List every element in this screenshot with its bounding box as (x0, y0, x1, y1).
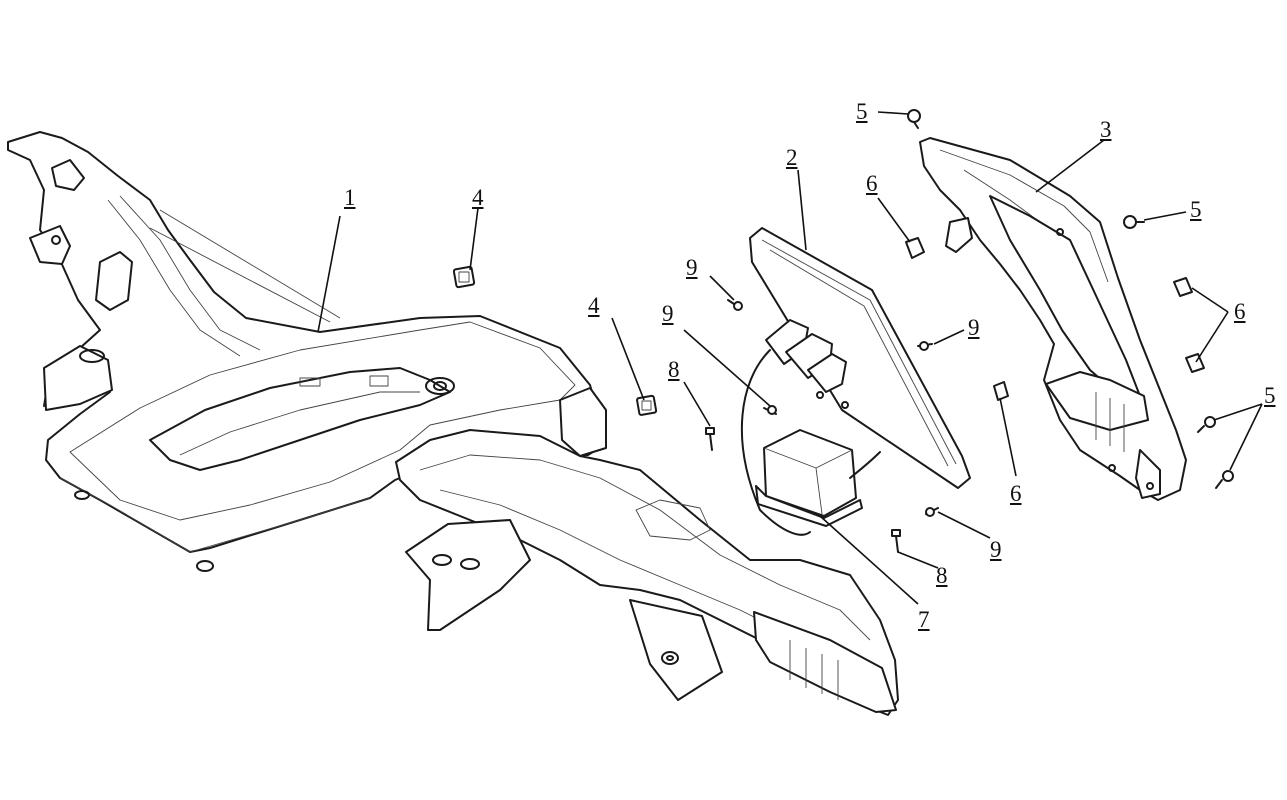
callout-2: 2 (786, 145, 798, 170)
callout-6-right: 6 (1234, 299, 1246, 324)
callout-1: 1 (344, 185, 356, 210)
callout-5-top: 5 (856, 99, 868, 124)
part-1-console-housing (7, 131, 899, 716)
callout-3: 3 (1100, 117, 1112, 142)
callout-5-mid: 5 (1190, 197, 1202, 222)
callout-8-left: 8 (668, 357, 680, 382)
part-2-display-unit (749, 227, 971, 489)
fasteners (452, 109, 1234, 553)
callout-9-lower: 9 (990, 537, 1002, 562)
part-3-bezel-frame (919, 137, 1187, 501)
callout-9-right: 9 (968, 315, 980, 340)
callout-9-left: 9 (662, 301, 674, 326)
callout-7: 7 (918, 607, 930, 632)
callout-6-upper: 6 (866, 171, 878, 196)
callout-5-right: 5 (1264, 383, 1276, 408)
callout-4-lower: 4 (588, 293, 600, 318)
part-7-control-module (740, 349, 881, 536)
callout-8-right: 8 (936, 563, 948, 588)
callout-4-upper: 4 (472, 185, 484, 210)
leader-lines (317, 111, 1263, 605)
callout-9-upper: 9 (686, 255, 698, 280)
callout-6-lower: 6 (1010, 481, 1022, 506)
